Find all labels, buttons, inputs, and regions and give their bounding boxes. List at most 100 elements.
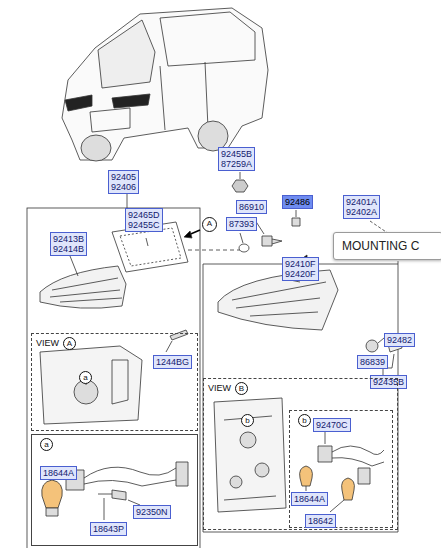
outer-lamp <box>218 255 338 330</box>
callout-number: 1244BG <box>153 355 192 369</box>
view-a-housing <box>40 346 142 424</box>
callout-number: 92486 <box>282 195 313 209</box>
part-number: 92410F <box>285 259 316 269</box>
callout-number: 87393 <box>226 217 257 231</box>
detail-box: b 92470C 18644A 18642 <box>289 410 393 528</box>
detail-marker: b <box>241 414 254 427</box>
inner-lamp <box>50 278 122 302</box>
view-b-housing <box>230 476 242 488</box>
view-letter: A <box>63 337 76 350</box>
part-number: 92414B <box>53 244 84 254</box>
callout-number: 92413B92414B <box>50 232 87 256</box>
callout-number: 18642 <box>305 514 336 528</box>
detail-marker: a <box>79 371 92 384</box>
gasket <box>146 238 148 246</box>
fasteners <box>366 340 378 352</box>
view-b-housing <box>255 463 269 477</box>
view-a-housing <box>112 360 128 404</box>
detail-box: a 18644A 92350N 18643P <box>31 434 198 546</box>
view-panel: VIEW Aa <box>31 333 198 431</box>
part-number: 92350N <box>136 507 168 517</box>
outer-lamp <box>232 282 326 316</box>
part-number: 92470C <box>316 420 348 430</box>
part-number: 92420F <box>285 269 316 279</box>
view-a-socket <box>46 508 58 516</box>
view-a-socket <box>112 490 126 500</box>
part-number: 87259A <box>221 159 252 169</box>
part-number: 92402A <box>346 207 377 217</box>
callout-number: 92482 <box>384 333 415 347</box>
view-a-socket <box>42 462 188 520</box>
view-b-housing <box>240 432 256 448</box>
frame-lines <box>203 264 398 532</box>
callout-number: 86910 <box>236 200 267 214</box>
fasteners <box>239 244 249 252</box>
inner-lamp <box>40 256 126 308</box>
view-letter: b <box>298 414 311 427</box>
callout-number: 92350N <box>133 505 171 519</box>
callout-number: 9240592406 <box>108 170 139 194</box>
vehicle-drawing <box>160 12 255 66</box>
gasket <box>120 228 181 266</box>
view-b-housing <box>214 398 286 512</box>
vehicle-drawing <box>90 108 130 132</box>
marker-letter: a <box>80 372 91 384</box>
part-number: 92413B <box>53 234 84 244</box>
part-number: 86910 <box>239 202 264 212</box>
view-a-socket <box>98 494 112 495</box>
view-heading: VIEW A <box>36 337 76 350</box>
part-number: 92465D <box>128 210 160 220</box>
view-b-housing <box>224 416 276 500</box>
inner-lamp <box>40 266 126 308</box>
inner-lamp <box>70 256 78 276</box>
view-a-socket <box>176 462 188 486</box>
part-number: 1244BG <box>156 357 189 367</box>
vehicle-drawing <box>160 62 208 130</box>
view-panel: VIEWBbb92470C18644A18642 <box>203 378 398 530</box>
fasteners <box>292 218 300 226</box>
vehicle-drawing <box>65 95 92 111</box>
callout-number: 92401A92402A <box>343 195 380 219</box>
gasket <box>184 231 192 238</box>
vehicle-drawing <box>98 20 155 88</box>
vehicle-drawing <box>62 8 268 160</box>
part-number: 92455B <box>221 149 252 159</box>
fasteners <box>240 172 241 179</box>
part-number: 92406 <box>111 182 136 192</box>
view-a-socket <box>42 480 63 508</box>
view-b-housing <box>214 398 286 512</box>
outer-lamp <box>218 270 338 330</box>
view-letter: A <box>202 217 217 232</box>
part-number: 92486 <box>285 197 310 207</box>
fasteners <box>166 172 402 375</box>
frame-lines <box>27 208 200 548</box>
part-number: 87393 <box>229 219 254 229</box>
fasteners <box>383 368 384 375</box>
callout-number: 92455B87259A <box>218 147 255 171</box>
view-a-housing <box>40 346 142 424</box>
callout-number: 92470C <box>313 418 351 432</box>
gasket <box>188 250 240 251</box>
fasteners <box>296 210 297 217</box>
part-number: 86839 <box>360 357 385 367</box>
part-number: 18642 <box>308 516 333 526</box>
tooltip-text: MOUNTING C <box>342 239 434 253</box>
fasteners <box>240 233 243 243</box>
callout-number: 18644A <box>40 466 77 480</box>
part-number: 92482 <box>387 335 412 345</box>
callout-number: 18643P <box>90 522 127 536</box>
marker-letter: b <box>242 415 253 427</box>
fasteners <box>170 330 188 340</box>
tooltip-box: MOUNTING C <box>333 232 441 260</box>
view-b-socket <box>300 466 313 486</box>
view-word: VIEW <box>36 338 59 348</box>
callout-number: 92465D92455C <box>125 208 163 232</box>
fasteners <box>262 236 282 246</box>
part-number: 18644A <box>294 494 325 504</box>
view-heading: a <box>36 438 53 451</box>
view-b-socket <box>332 446 384 466</box>
part-number: 92401A <box>346 197 377 207</box>
vehicle-drawing <box>62 8 268 161</box>
callout-number: 92410F92420F <box>282 257 319 281</box>
